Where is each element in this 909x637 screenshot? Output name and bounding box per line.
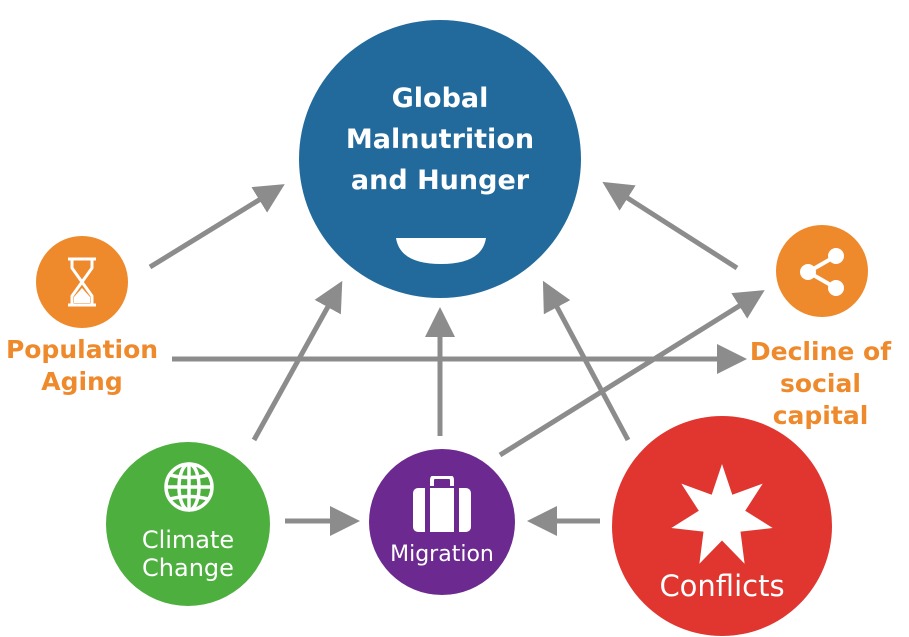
climate-change-line2: Change: [142, 554, 234, 582]
arrow-climate-to-hunger: [251, 280, 343, 442]
hunger-title-line3: and Hunger: [350, 165, 530, 196]
arrow-conflicts-to-hunger: [542, 280, 631, 442]
climate-change-circle: Climate Change: [106, 442, 270, 606]
hunger-title-line2: Malnutrition: [345, 124, 535, 155]
smile-icon: [396, 238, 486, 264]
hourglass-icon: [68, 257, 96, 307]
population-aging-line1: Population: [5, 335, 159, 364]
globe-icon: [164, 462, 214, 512]
conflicts-circle: Conflicts: [612, 416, 832, 636]
social-capital-line2: social capital: [772, 369, 869, 430]
starburst-icon: [671, 464, 773, 564]
arrow-aging-to-hunger: [148, 184, 285, 270]
hunger-title: Global Malnutrition and Hunger: [320, 78, 560, 201]
arrow-migration-to-social: [498, 290, 765, 458]
migration-circle: Migration: [369, 449, 515, 595]
climate-change-label: Climate Change: [106, 526, 270, 582]
population-aging-label: Population Aging: [0, 334, 164, 398]
migration-label: Migration: [390, 542, 494, 567]
conflicts-label: Conflicts: [659, 569, 785, 603]
social-capital-line1: Decline of: [749, 337, 892, 366]
climate-change-line1: Climate: [141, 526, 235, 554]
suitcase-icon: [413, 476, 471, 532]
arrow-social-to-hunger: [602, 181, 739, 271]
hunger-title-line1: Global: [391, 83, 489, 114]
social-capital-circle: [776, 225, 868, 317]
share-icon: [800, 248, 844, 296]
population-aging-circle: [36, 236, 128, 328]
social-capital-label: Decline of social capital: [732, 336, 909, 432]
population-aging-line2: Aging: [41, 367, 123, 396]
